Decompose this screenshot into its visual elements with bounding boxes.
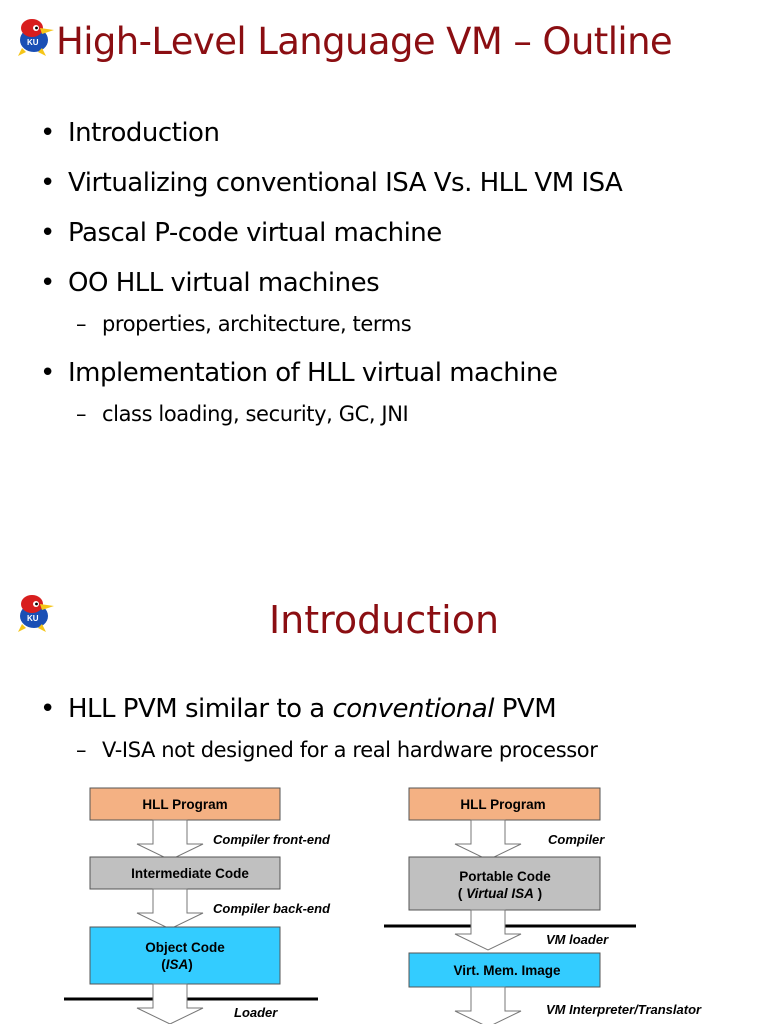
list-item-text: Introduction	[68, 118, 220, 148]
list-item-text: Pascal P-code virtual machine	[68, 218, 442, 248]
sub-list-item-text: V-ISA not designed for a real hardware p…	[102, 738, 598, 762]
sub-list-item-text: properties, architecture, terms	[102, 312, 412, 336]
list-item: • Implementation of HLL virtual machine	[40, 348, 622, 398]
edge-label: Loader	[234, 1005, 278, 1020]
virt-mem-image-label: Virt. Mem. Image	[453, 963, 561, 978]
list-item-text: Virtualizing conventional ISA Vs. HLL VM…	[68, 168, 623, 198]
list-item-text: Implementation of HLL virtual machine	[68, 358, 558, 388]
bullet-list: • Introduction • Virtualizing conventional…	[40, 108, 623, 438]
sub-list-item-text: class loading, security, GC, JNI	[102, 402, 409, 426]
list-item: • Virtualizing conventional ISA Vs. HLL V…	[40, 158, 623, 208]
hll-program-label: HLL Program	[142, 797, 227, 812]
compilation-diagram: HLL Program Compiler front-end Intermedi…	[64, 787, 702, 1024]
hll-program-label: HLL Program	[460, 797, 545, 812]
edge-label: Compiler front-end	[213, 832, 331, 847]
arrow-down-icon	[136, 888, 204, 930]
bullet-dot: •	[40, 268, 55, 298]
sub-list-item: –properties, architecture, terms	[40, 304, 622, 344]
bullet-dash: –	[76, 312, 87, 336]
svg-text:KU: KU	[27, 38, 39, 47]
hll-program-box	[408, 787, 601, 821]
portable-code-visa-label: ( Virtual ISA )	[458, 886, 542, 901]
bullet-dot: •	[40, 118, 55, 148]
arrow-down-icon	[136, 983, 204, 1024]
edge-label: Compiler back-end	[213, 901, 331, 916]
list-item: • HLL PVM similar to a conventional PVM	[40, 684, 597, 734]
arrow-down-icon	[454, 986, 522, 1024]
intermediate-code-label: Intermediate Code	[131, 866, 249, 881]
list-item: • Introduction	[40, 108, 622, 158]
list-item: • Pascal P-code virtual machine	[40, 208, 622, 258]
jayhawk-logo-icon: KU	[18, 595, 54, 632]
edge-label: VM Interpreter/Translator	[546, 1002, 702, 1017]
object-code-isa-label: (ISA)	[161, 957, 193, 972]
right-flow: HLL Program Compiler Portable Code ( Vir…	[384, 787, 702, 1024]
list-item-emphasis: conventional	[332, 694, 494, 724]
object-code-box	[89, 926, 281, 985]
portable-code-box	[408, 856, 601, 911]
object-code-label: Object Code	[145, 940, 225, 955]
jayhawk-logo-icon: KU	[18, 19, 54, 56]
bullet-dash: –	[76, 402, 87, 426]
bullet-dot: •	[40, 168, 55, 198]
bullet-dot: •	[40, 694, 55, 724]
list-item-text: OO HLL virtual machines	[68, 268, 380, 298]
svg-text:KU: KU	[27, 614, 39, 623]
page-title: High-Level Language VM – Outline	[56, 20, 673, 63]
edge-label: Compiler	[548, 832, 605, 847]
slide-introduction: KU Introduction • HLL PVM similar to a co…	[0, 512, 768, 1024]
list-item-text-suffix: PVM	[493, 694, 557, 724]
bullet-dot: •	[40, 218, 55, 248]
list-item-text-prefix: HLL PVM similar to a	[68, 694, 333, 724]
arrow-down-icon	[454, 819, 522, 861]
arrow-down-icon	[454, 909, 522, 951]
sub-list-item: –V-ISA not designed for a real hardware …	[40, 730, 598, 770]
bullet-dot: •	[40, 358, 55, 388]
portable-code-label: Portable Code	[459, 869, 551, 884]
bullet-dash: –	[76, 738, 87, 762]
list-item: • OO HLL virtual machines	[40, 258, 622, 308]
bullet-list: • HLL PVM similar to a conventional PVM –…	[40, 684, 598, 774]
sub-list-item: –class loading, security, GC, JNI	[40, 394, 622, 434]
slide-outline: KU High-Level Language VM – Outline • Int…	[18, 19, 673, 438]
edge-label: VM loader	[546, 932, 609, 947]
virt-mem-image-box	[408, 952, 601, 988]
arrow-down-icon	[136, 819, 204, 861]
section-title: Introduction	[268, 598, 500, 642]
left-flow: HLL Program Compiler front-end Intermedi…	[64, 787, 331, 1024]
